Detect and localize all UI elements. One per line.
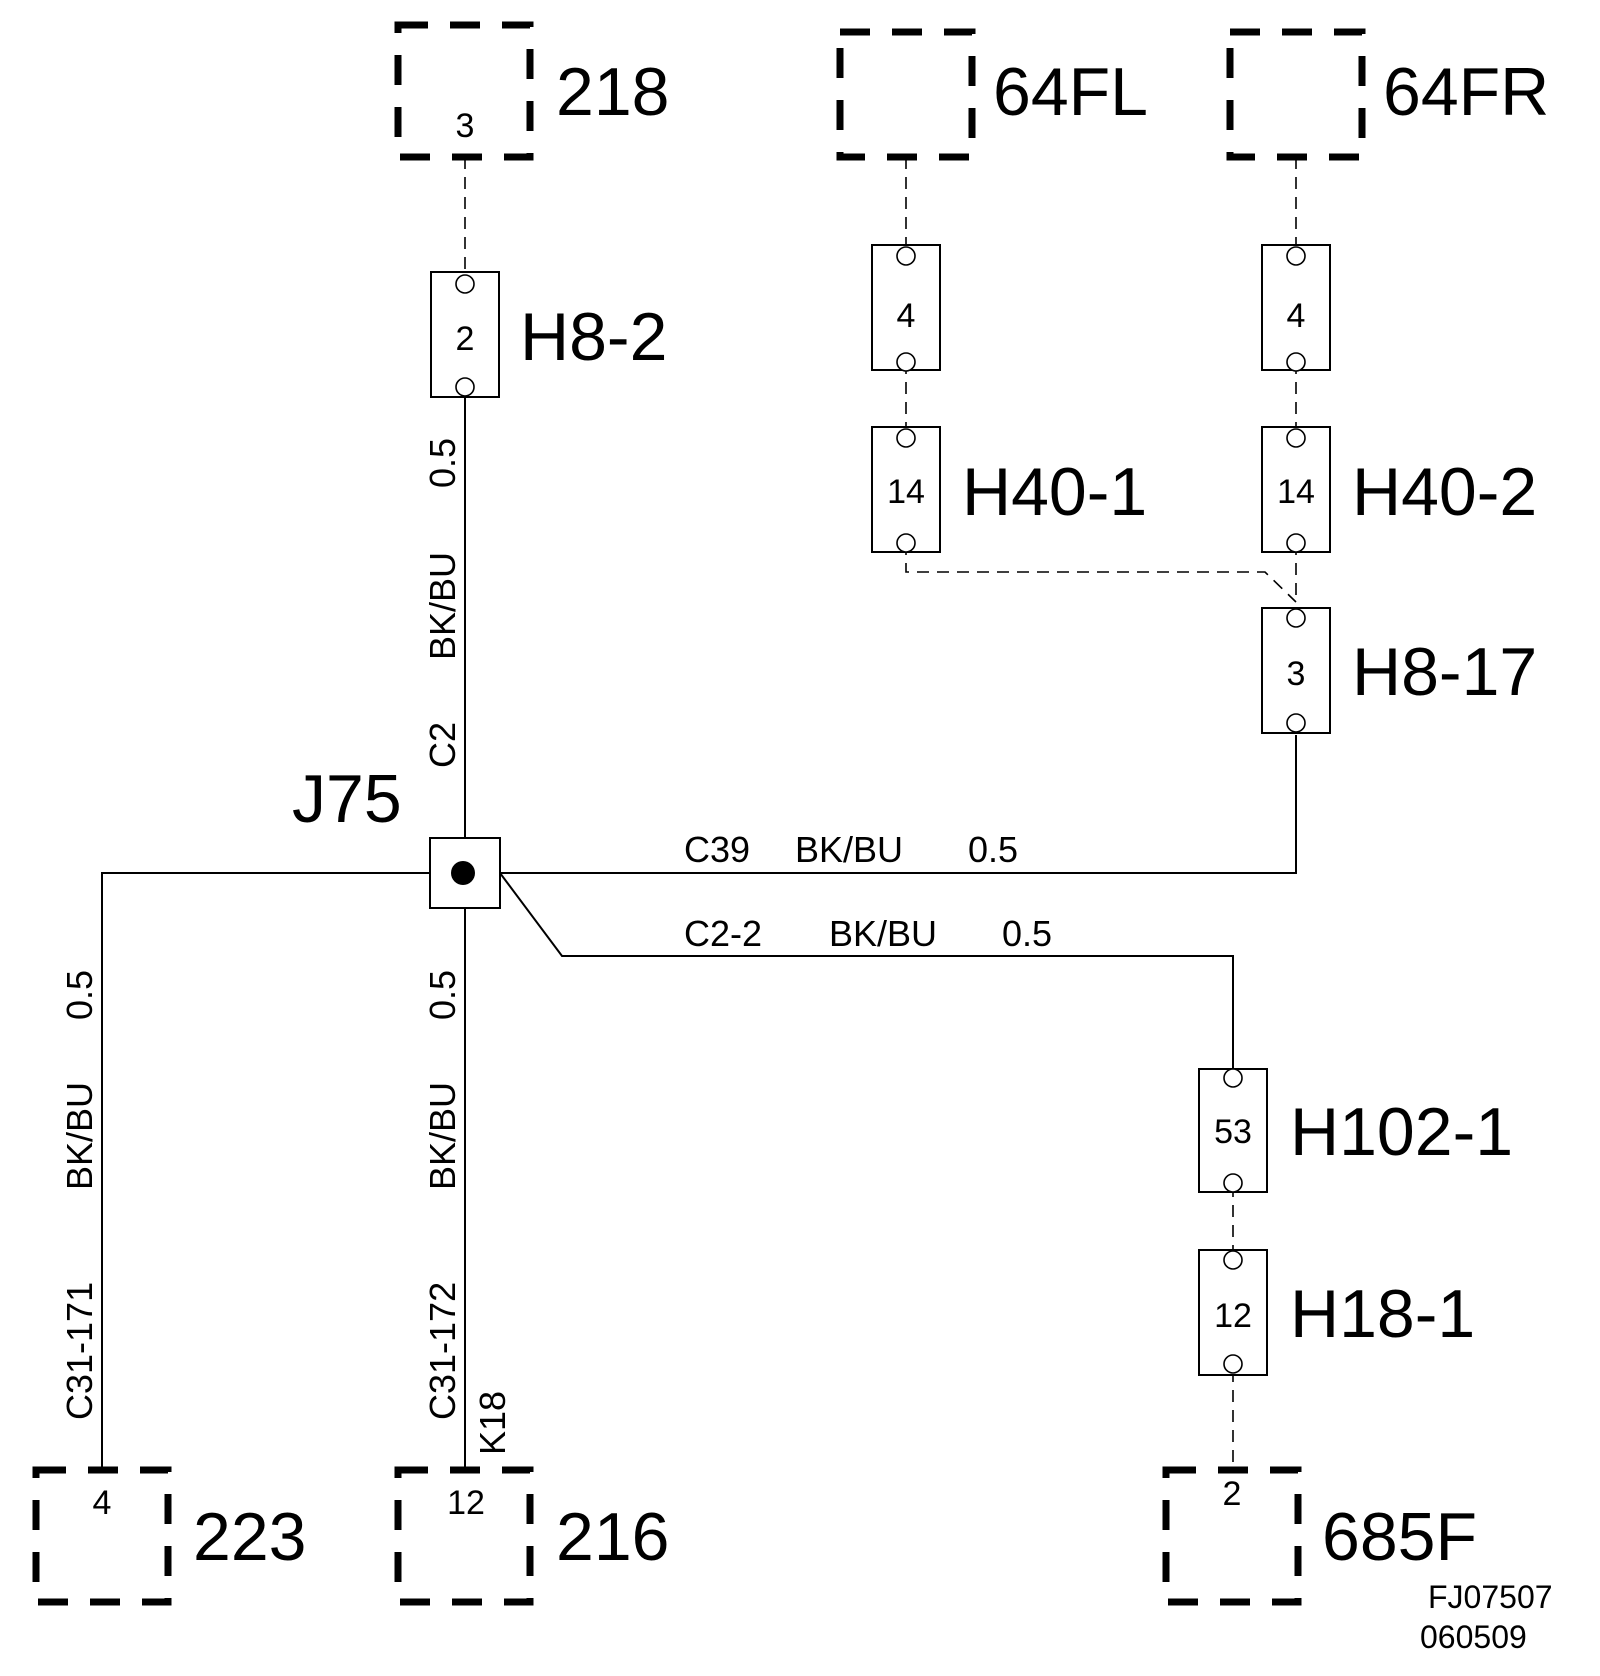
wire-c2-color: BK/BU	[422, 552, 463, 660]
connector-h8-17-pin: 3	[1287, 655, 1306, 693]
component-685f: 2 685F	[1162, 1466, 1477, 1606]
wire-c31-172-id: C31-172	[422, 1282, 463, 1420]
component-64fr-label: 64FR	[1383, 54, 1549, 130]
connector-h40-1a-pin: 4	[897, 297, 916, 335]
connector-h40-2: 14 H40-2	[1261, 426, 1537, 553]
figure-stamp: FJ07507 060509	[1420, 1579, 1553, 1655]
wire-c31-171	[101, 872, 430, 1470]
component-685f-label: 685F	[1322, 1499, 1477, 1575]
connector-h18-1: 12 H18-1	[1198, 1249, 1475, 1376]
component-216-pin: 12	[447, 1484, 485, 1522]
wire-c2-labels: C2 BK/BU 0.5	[422, 438, 463, 768]
component-64fl-label: 64FL	[993, 54, 1148, 130]
wire-c2-size: 0.5	[422, 438, 463, 488]
wire-c2-2-id: C2-2	[684, 913, 762, 954]
component-216-label: 216	[556, 1499, 669, 1575]
stub-h40-1-h8-17	[905, 543, 1297, 603]
component-216: 12 216	[394, 1466, 669, 1606]
figure-number: FJ07507	[1428, 1579, 1553, 1615]
wire-c2-2-color: BK/BU	[829, 913, 937, 954]
splice-j75-label: J75	[292, 761, 402, 837]
wire-c39-labels: C39 BK/BU 0.5	[684, 829, 1018, 870]
component-64fr: 64FR	[1226, 28, 1549, 161]
connector-h8-2: 2 H8-2	[430, 271, 667, 398]
connector-h8-2-pin: 2	[456, 320, 475, 358]
connector-h40-1: 14 H40-1	[871, 426, 1147, 553]
connector-h102-1-label: H102-1	[1290, 1094, 1513, 1170]
connector-h40-2a-pin: 4	[1287, 297, 1306, 335]
connector-h40-2-pin: 14	[1277, 473, 1315, 511]
wire-c31-171-id: C31-171	[59, 1282, 100, 1420]
wire-c31-171-size: 0.5	[59, 970, 100, 1020]
connector-h40-2a: 4	[1261, 244, 1331, 372]
connector-h40-1-pin: 14	[887, 473, 925, 511]
component-218-label: 218	[556, 54, 669, 130]
wire-c31-172-extra: K18	[472, 1391, 513, 1455]
connector-h40-1-label: H40-1	[962, 454, 1147, 530]
component-223-pin: 4	[93, 1484, 112, 1522]
component-218-pin: 3	[456, 107, 475, 145]
wire-c31-171-color: BK/BU	[59, 1082, 100, 1190]
component-223-label: 223	[193, 1499, 306, 1575]
wire-c39-size: 0.5	[968, 829, 1018, 870]
connector-h102-1-pin: 53	[1214, 1113, 1252, 1151]
connector-h40-2-label: H40-2	[1352, 454, 1537, 530]
connector-h8-17: 3 H8-17	[1261, 607, 1537, 734]
component-223: 4 223	[32, 1466, 306, 1606]
wire-c31-172-extra-label: K18	[472, 1391, 513, 1455]
wire-c2-2-size: 0.5	[1002, 913, 1052, 954]
connector-h40-1a: 4	[871, 244, 941, 372]
wire-c39	[500, 735, 1297, 874]
wire-c39-color: BK/BU	[795, 829, 903, 870]
connector-h18-1-pin: 12	[1214, 1297, 1252, 1335]
wire-c31-172-size: 0.5	[422, 970, 463, 1020]
component-64fl: 64FL	[836, 28, 1148, 161]
wire-c2-id: C2	[422, 722, 463, 768]
wire-c39-id: C39	[684, 829, 750, 870]
connector-h8-2-label: H8-2	[520, 299, 667, 375]
wire-c31-171-labels: C31-171 BK/BU 0.5	[59, 970, 100, 1420]
splice-dot	[451, 861, 475, 885]
figure-date: 060509	[1420, 1619, 1527, 1655]
component-218: 3 218	[394, 21, 669, 161]
wire-c2-2-labels: C2-2 BK/BU 0.5	[684, 913, 1052, 954]
connector-h102-1: 53 H102-1	[1198, 1068, 1513, 1193]
splice-j75: J75	[292, 761, 501, 909]
connector-h8-17-label: H8-17	[1352, 634, 1537, 710]
connector-h18-1-label: H18-1	[1290, 1276, 1475, 1352]
component-685f-pin: 2	[1223, 1475, 1242, 1513]
wire-c31-172-labels: C31-172 BK/BU 0.5	[422, 970, 463, 1420]
wire-c31-172-color: BK/BU	[422, 1082, 463, 1190]
wire-c2-2	[499, 872, 1234, 1075]
